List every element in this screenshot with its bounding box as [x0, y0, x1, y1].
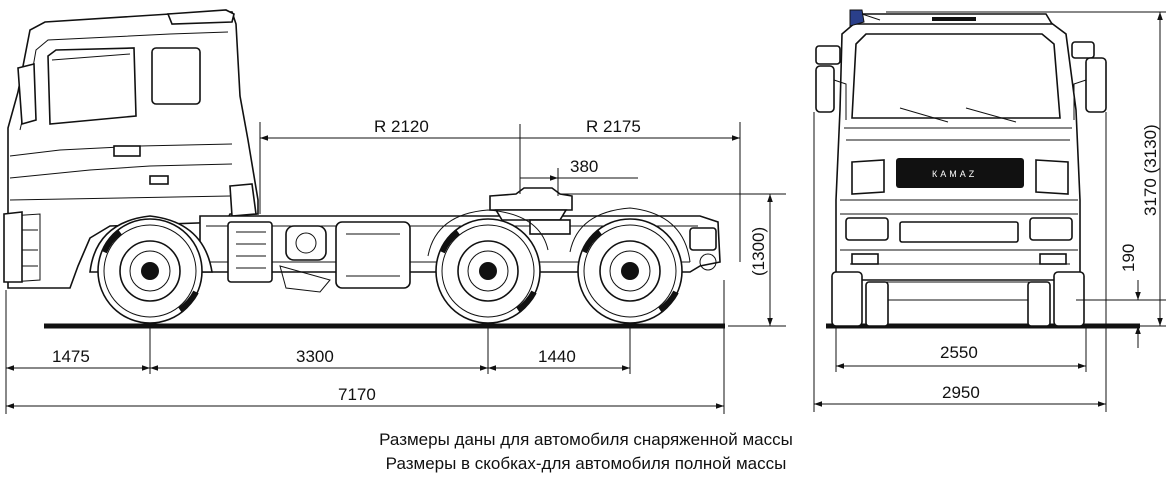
radius-front-label: R 2120 — [374, 117, 429, 136]
front-dimensions — [813, 11, 1166, 412]
fifth-wheel — [489, 187, 573, 235]
fifth-wheel-offset-label: 380 — [570, 157, 598, 176]
rear-wheel-2 — [577, 218, 683, 324]
side-dimensions — [5, 122, 786, 414]
front-overhang-label: 1475 — [52, 347, 90, 366]
overall-height-label: 3170 (3130) — [1141, 124, 1160, 216]
overall-width-label: 2950 — [942, 383, 980, 402]
fifth-wheel-height-label: (1300) — [749, 227, 768, 276]
track-width-label: 2550 — [940, 343, 978, 362]
note-curb-weight: Размеры даны для автомобиля снаряженной … — [379, 430, 793, 449]
note-gross-weight: Размеры в скобках-для автомобиля полной … — [385, 454, 787, 473]
wheelbase-1-label: 3300 — [296, 347, 334, 366]
front-view: КАМАZ — [813, 9, 1166, 412]
overall-length-label: 7170 — [338, 385, 376, 404]
front-wheel — [89, 215, 213, 324]
ground-clearance-label: 190 — [1119, 244, 1138, 272]
cab-side — [3, 9, 259, 289]
rear-wheel-1 — [435, 218, 541, 324]
brand-label: КАМАZ — [932, 169, 977, 179]
side-view: R 2120 R 2175 380 (1300) 1475 3300 1440 … — [3, 9, 786, 414]
wheelbase-2-label: 1440 — [538, 347, 576, 366]
radius-rear-label: R 2175 — [586, 117, 641, 136]
